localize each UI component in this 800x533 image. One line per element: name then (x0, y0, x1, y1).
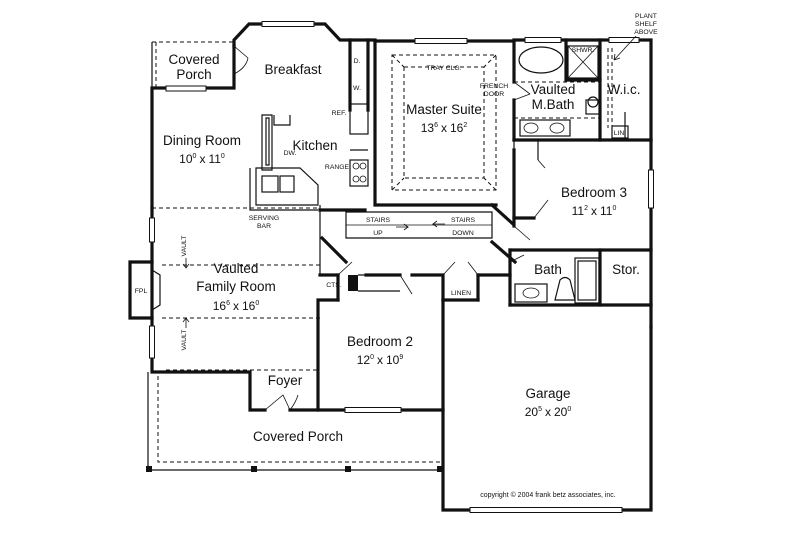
rear-porch (151, 41, 234, 88)
annotations: PLANT SHELF ABOVE TRAY CLG. FRENCH DOOR … (135, 13, 658, 350)
stairs (345, 211, 493, 239)
dryer-note: D. (354, 58, 361, 65)
french-door-note-2: DOOR (484, 91, 504, 98)
master-bath-label-2: M.Bath (532, 97, 575, 112)
breakfast-label: Breakfast (264, 62, 321, 77)
washer-note: W. (353, 85, 361, 92)
rear-porch-label-1: Covered (168, 52, 219, 67)
master-bath-fixtures (518, 45, 629, 139)
fireplace (128, 260, 161, 320)
vault-top-arrow (182, 258, 190, 269)
kitchen-fixtures (249, 103, 369, 211)
ref-note: REF. (332, 110, 347, 117)
windows (149, 21, 654, 513)
vault-top-note: VAULT (181, 236, 188, 257)
rear-porch-label-2: Porch (176, 67, 211, 82)
doors (233, 45, 549, 411)
vault-bottom-note: VAULT (181, 330, 188, 351)
stairs-down-note-1: STAIRS (451, 217, 476, 224)
stor-label: Stor. (612, 262, 640, 277)
bedroom3-label: Bedroom 3 (561, 185, 627, 200)
garage-label: Garage (525, 386, 570, 401)
plant-shelf-arrow (613, 35, 637, 61)
range-note: RANGE (325, 164, 350, 171)
stairs-up-note-1: STAIRS (366, 217, 391, 224)
linen-note: LINEN (451, 290, 471, 297)
family-room-label-2: Family Room (196, 279, 276, 294)
serving-bar-note-2: BAR (257, 223, 271, 230)
family-room-label-1: Vaulted (214, 261, 259, 276)
dw-note: DW. (284, 150, 297, 157)
french-door-note-1: FRENCH (480, 83, 508, 90)
plant-shelf-note-3: ABOVE (634, 29, 658, 36)
master-suite-label: Master Suite (406, 102, 482, 117)
dining-room-label: Dining Room (163, 133, 241, 148)
bedroom2-label: Bedroom 2 (347, 334, 413, 349)
cts-note: CTS. (326, 282, 342, 289)
bath-label: Bath (534, 262, 562, 277)
bath-fixtures (514, 257, 600, 304)
vault-bottom-arrow (182, 317, 190, 328)
closets (348, 274, 400, 292)
lin-note: LIN (614, 130, 625, 137)
shower-note: SHWR. (572, 47, 595, 54)
stairs-down-note-2: DOWN (452, 230, 474, 237)
tray-clg-note: TRAY CLG. (426, 65, 461, 72)
fireplace-note: FPL (135, 288, 148, 295)
plant-shelf-note-2: SHELF (635, 21, 657, 28)
kitchen-label: Kitchen (292, 138, 337, 153)
corridor-lines (319, 140, 539, 275)
wic-label: W.i.c. (608, 82, 641, 97)
serving-bar-note-1: SERVING (249, 215, 279, 222)
copyright-text: copyright © 2004 frank betz associates, … (480, 491, 616, 499)
front-porch-label: Covered Porch (253, 429, 343, 444)
front-porch (146, 372, 443, 472)
foyer-label: Foyer (268, 373, 303, 388)
plant-shelf-note-1: PLANT (635, 13, 657, 20)
stairs-up-note-2: UP (373, 230, 383, 237)
ceiling-lines (152, 48, 613, 371)
master-bath-label-1: Vaulted (531, 82, 576, 97)
